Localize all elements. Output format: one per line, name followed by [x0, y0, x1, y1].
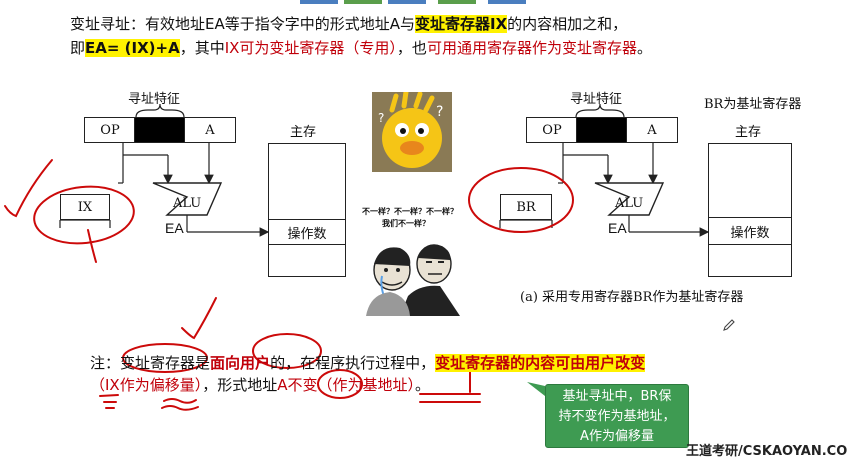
intro-line-1: 变址寻址：有效地址EA等于指令字中的形式地址A与变址寄存器IX的内容相加之和， [70, 15, 628, 33]
note-highlight: 变址寄存器的内容可由用户改变 [435, 354, 646, 372]
chick-meme-image: ? ? [372, 92, 452, 172]
svg-text:?: ? [378, 111, 384, 125]
two-faces-meme-image [360, 236, 470, 316]
top-chip [344, 0, 382, 4]
left-caption: 寻址特征 [128, 92, 181, 107]
right-a-box: A [626, 117, 678, 143]
svg-text:?: ? [436, 104, 443, 120]
right-ea-label: EA [608, 220, 627, 236]
right-caption: 寻址特征 [570, 92, 623, 107]
left-memory-block: 操作数 [268, 143, 346, 277]
left-alu-label: ALU [173, 196, 202, 211]
callout-note: 基址寻址中，BR保 持不变作为基地址， A作为偏移量 [545, 384, 689, 448]
left-op-box: OP [84, 117, 136, 143]
right-memory-block: 操作数 [708, 143, 792, 277]
top-chip [300, 0, 338, 4]
meme-line-2: 我们不一样？ [382, 219, 430, 228]
left-mode-box [134, 117, 186, 143]
right-br-register: BR [500, 194, 552, 220]
note-line-1: 注：变址寄存器是面向用户的，在程序执行过程中，变址寄存器的内容可由用户改变 [90, 354, 646, 372]
formula-highlight: EA= (IX)+A [85, 39, 180, 57]
pencil-icon[interactable] [722, 318, 736, 332]
top-chip [438, 0, 476, 4]
meme-line-1: 不一样？不一样？不一样？ [362, 207, 458, 216]
left-a-box: A [184, 117, 236, 143]
left-ix-register: IX [60, 194, 110, 220]
ink-annotations [4, 159, 574, 411]
right-mode-box [576, 117, 628, 143]
intro-line-2: 即EA= (IX)+A，其中IX可为变址寄存器（专用），也可用通用寄存器作为变址… [70, 39, 652, 57]
right-memory-label: 主存 [735, 125, 762, 140]
top-chip [488, 0, 526, 4]
top-chip [388, 0, 426, 4]
left-ea-label: EA [165, 220, 184, 236]
figure-caption: (a) 采用专用寄存器BR作为基址寄存器 [520, 290, 744, 305]
right-title: BR为基址寄存器 [704, 97, 802, 112]
right-op-box: OP [526, 117, 578, 143]
note-line-2: （IX作为偏移量），形式地址A不变（作为基地址）。 [90, 376, 431, 394]
left-memory-label: 主存 [290, 125, 317, 140]
left-brace [135, 103, 185, 118]
ix-highlight: 变址寄存器IX [415, 15, 508, 33]
left-operand-cell: 操作数 [287, 227, 327, 242]
right-operand-cell: 操作数 [730, 226, 770, 241]
right-brace [575, 103, 625, 118]
footer-watermark: 王道考研/CSKAOYAN.CO [686, 444, 848, 459]
callout-pointer [527, 382, 545, 396]
right-alu-label: ALU [615, 196, 644, 211]
